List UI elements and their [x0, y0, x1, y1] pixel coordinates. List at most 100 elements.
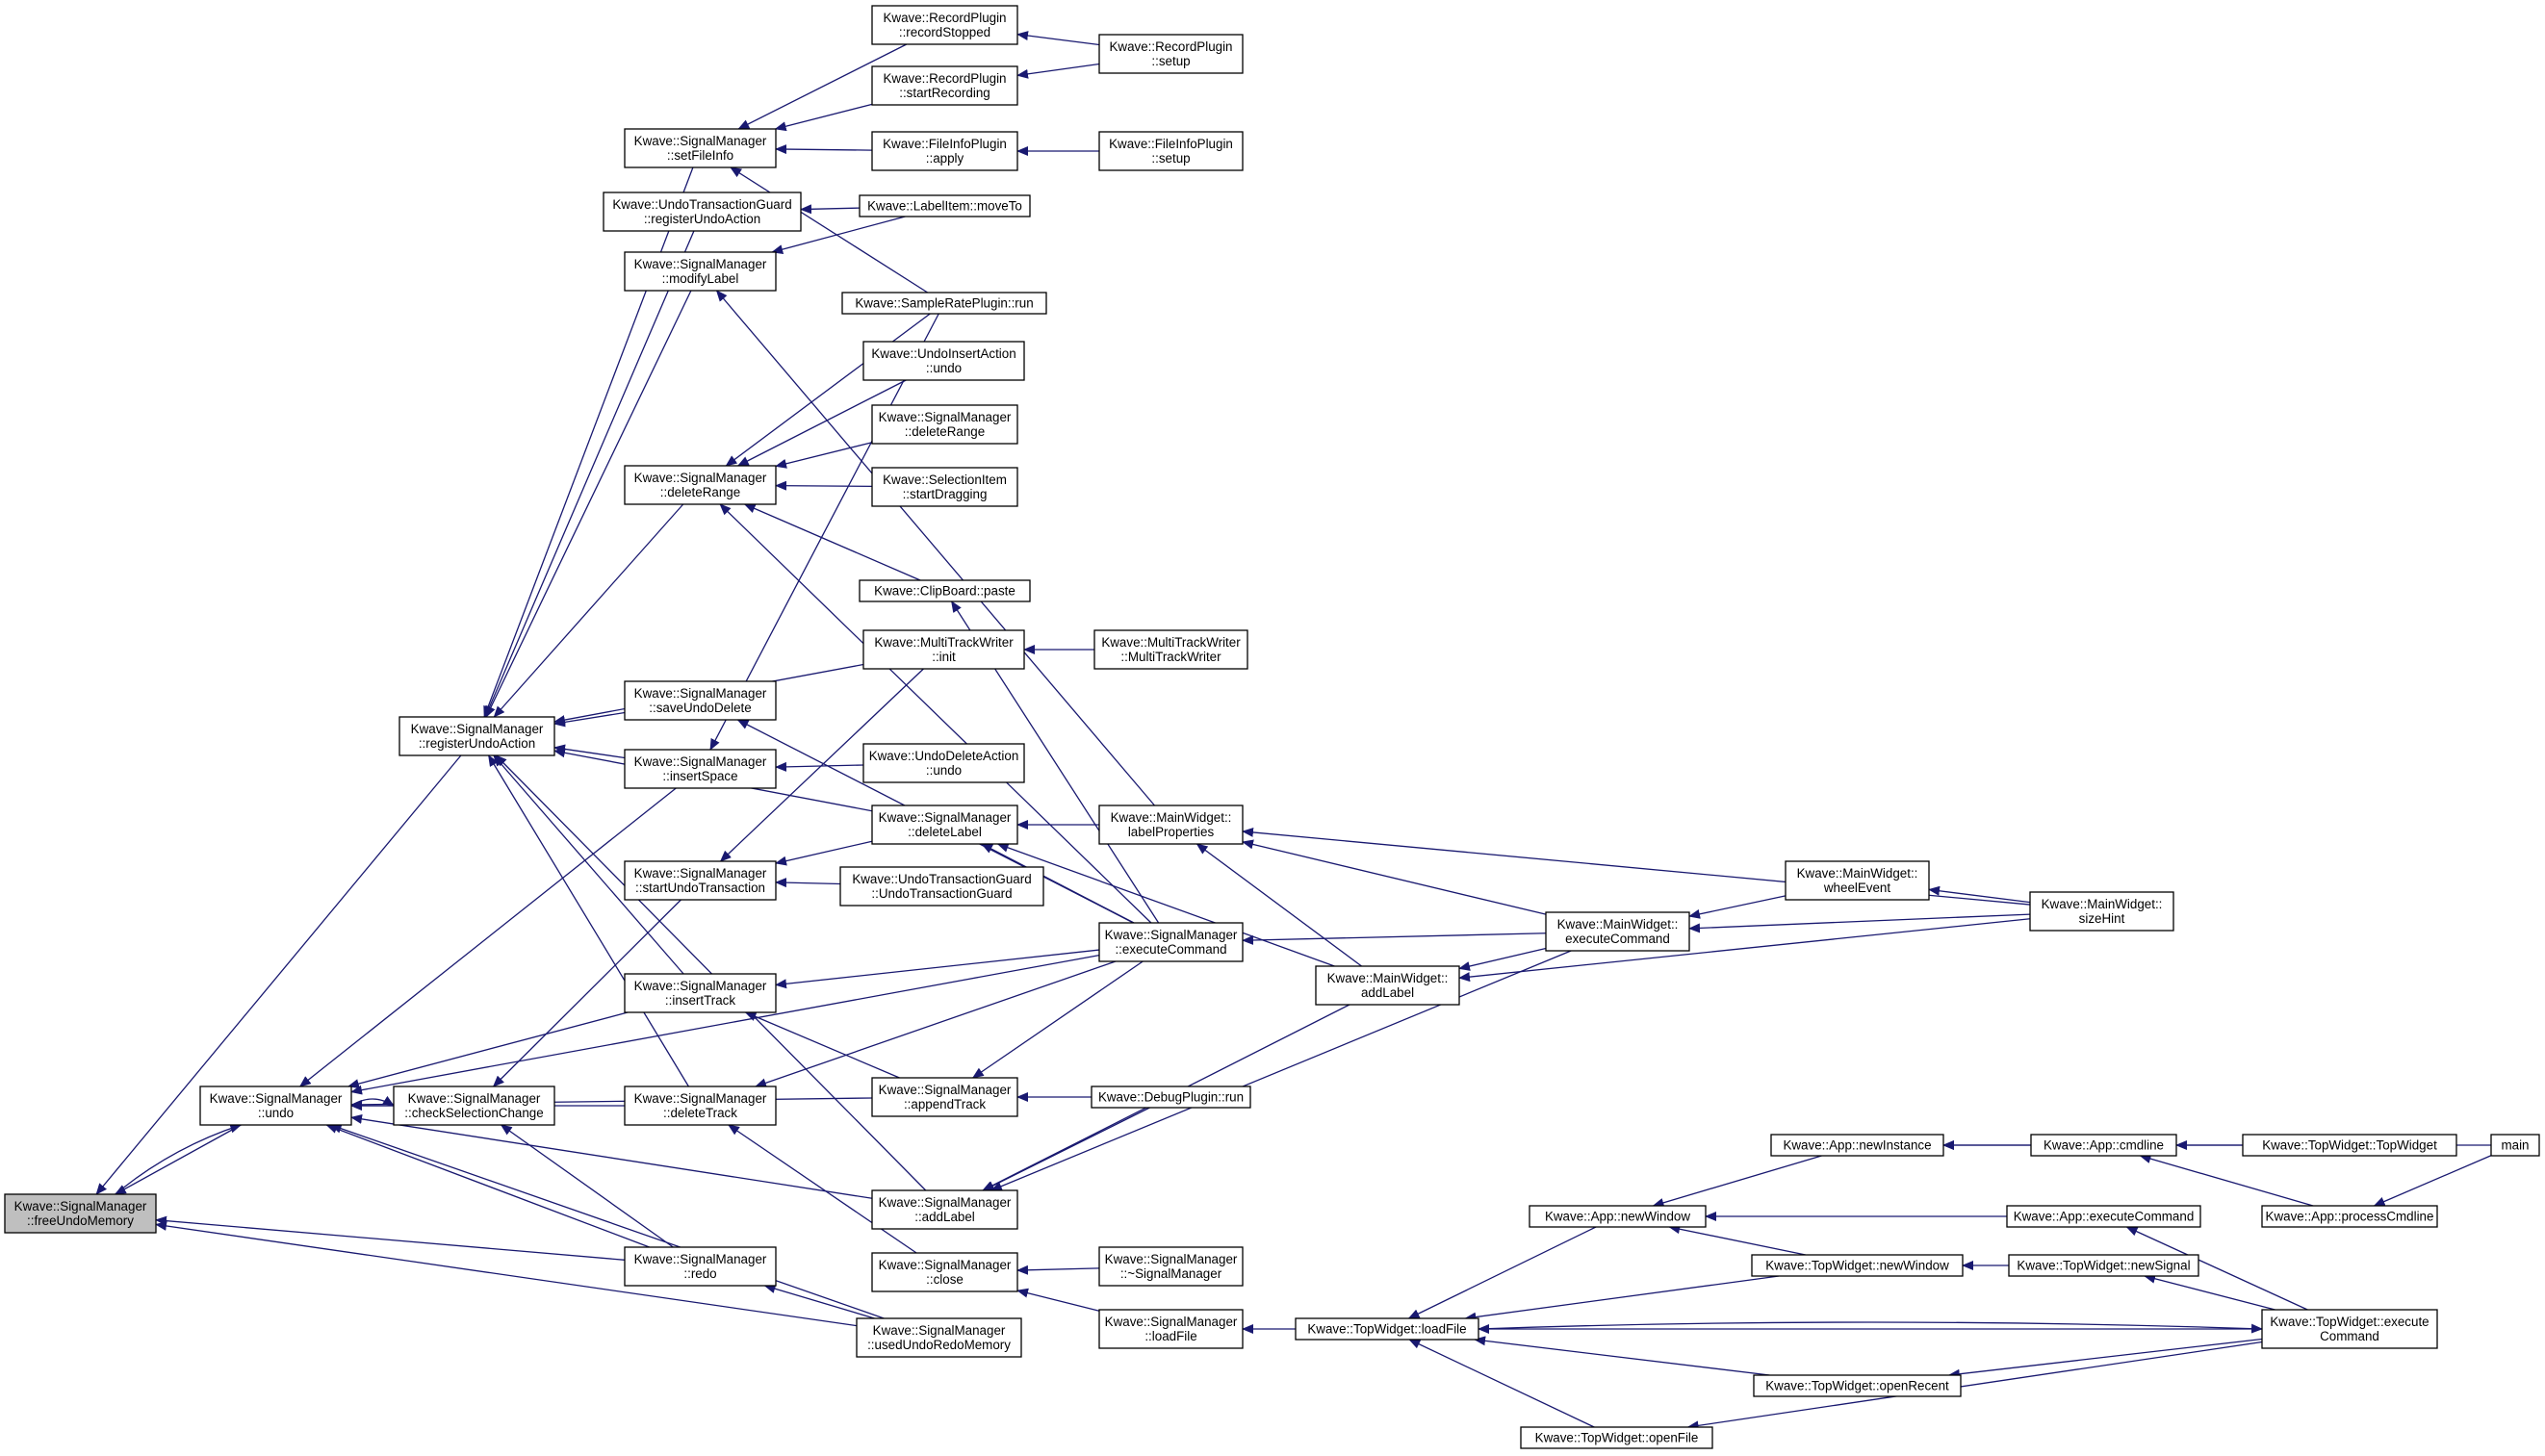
node-label-line: ::appendTrack — [904, 1097, 986, 1111]
node-label-line: ::undo — [926, 763, 962, 778]
graph-node-delrange[interactable]: Kwave::SignalManager::deleteRange — [624, 465, 777, 505]
node-label-line: Kwave::ClipBoard::paste — [874, 584, 1015, 599]
node-label-line: Command — [2320, 1329, 2379, 1343]
graph-node-mw_addlabel[interactable]: Kwave::MainWidget::addLabel — [1315, 965, 1460, 1006]
graph-node-saveundodel[interactable]: Kwave::SignalManager::saveUndoDelete — [624, 680, 777, 721]
call-edge-usedmem-to-free — [155, 1220, 858, 1327]
graph-node-checksel[interactable]: Kwave::SignalManager::checkSelectionChan… — [393, 1086, 555, 1126]
node-label-line: Kwave::MainWidget:: — [1111, 810, 1232, 825]
graph-node-app_proccmd[interactable]: Kwave::App::processCmdline — [2261, 1205, 2438, 1228]
call-edge-srp_run-to-setfileinfo — [730, 166, 929, 294]
graph-node-tw_loadfile[interactable]: Kwave::TopWidget::loadFile — [1295, 1317, 1479, 1341]
graph-node-rec_start[interactable]: Kwave::RecordPlugin::startRecording — [871, 65, 1018, 106]
node-label-line: Kwave::SignalManager — [873, 1323, 1006, 1338]
call-edge-mw_execcmd-to-mw_labelprops — [1242, 839, 1547, 915]
graph-node-fi_setup[interactable]: Kwave::FileInfoPlugin::setup — [1098, 131, 1244, 171]
graph-node-mw_labelprops[interactable]: Kwave::MainWidget::labelProperties — [1098, 805, 1244, 845]
graph-node-app_newinst[interactable]: Kwave::App::newInstance — [1770, 1134, 1944, 1157]
graph-node-startundo[interactable]: Kwave::SignalManager::startUndoTransacti… — [624, 860, 777, 901]
node-box — [1770, 1134, 1944, 1157]
graph-node-deltrack[interactable]: Kwave::SignalManager::deleteTrack — [624, 1086, 777, 1126]
graph-node-uia_undo[interactable]: Kwave::UndoInsertAction::undo — [862, 341, 1025, 381]
node-box — [2261, 1205, 2438, 1228]
node-label-line: ::saveUndoDelete — [649, 701, 751, 715]
graph-node-sm_execcmd[interactable]: Kwave::SignalManager::executeCommand — [1098, 922, 1244, 962]
edges-layer — [95, 31, 2492, 1431]
graph-node-dellabel[interactable]: Kwave::SignalManager::deleteLabel — [871, 805, 1018, 845]
call-edge-mw_wheel-to-mw_execcmd — [1688, 895, 1787, 919]
graph-node-sm_loadfile[interactable]: Kwave::SignalManager::loadFile — [1098, 1309, 1244, 1349]
graph-node-addlabel[interactable]: Kwave::SignalManager::addLabel — [871, 1189, 1018, 1230]
graph-node-undo[interactable]: Kwave::SignalManager::undo — [199, 1086, 352, 1126]
graph-node-dp_run[interactable]: Kwave::DebugPlugin::run — [1091, 1086, 1251, 1109]
call-edge-mtw_init-to-startundo — [719, 668, 924, 862]
graph-node-cb_paste[interactable]: Kwave::ClipBoard::paste — [859, 579, 1031, 602]
call-edge-li_moveto-to-utg_reg — [800, 204, 861, 215]
call-edge-redo-to-checksel — [500, 1124, 674, 1248]
call-edge-app_proccmd-to-app_cmdline — [2139, 1154, 2314, 1207]
graph-node-tw_execcmd[interactable]: Kwave::TopWidget::executeCommand — [2261, 1309, 2438, 1349]
graph-node-setfileinfo[interactable]: Kwave::SignalManager::setFileInfo — [624, 128, 777, 168]
graph-node-mw_execcmd[interactable]: Kwave::MainWidget::executeCommand — [1545, 911, 1690, 952]
graph-node-rp_setup[interactable]: Kwave::RecordPlugin::setup — [1098, 34, 1244, 74]
graph-node-mw_wheel[interactable]: Kwave::MainWidget::wheelEvent — [1785, 860, 1930, 901]
graph-node-insspace[interactable]: Kwave::SignalManager::insertSpace — [624, 749, 777, 789]
graph-node-mtw_ctor[interactable]: Kwave::MultiTrackWriter::MultiTrackWrite… — [1093, 629, 1248, 670]
graph-node-tw_newwindow[interactable]: Kwave::TopWidget::newWindow — [1751, 1254, 1964, 1277]
node-label-line: Kwave::MainWidget:: — [1327, 971, 1449, 985]
node-label-line: ::apply — [926, 151, 964, 166]
graph-node-sm_delrange2[interactable]: Kwave::SignalManager::deleteRange — [871, 404, 1018, 445]
call-edge-rec_start-to-setfileinfo — [774, 103, 873, 132]
node-box — [1520, 1426, 1713, 1449]
graph-node-mtw_init[interactable]: Kwave::MultiTrackWriter::init — [862, 629, 1025, 670]
graph-node-mw_sizehint[interactable]: Kwave::MainWidget::sizeHint — [2029, 891, 2174, 932]
graph-node-tw_openrecent[interactable]: Kwave::TopWidget::openRecent — [1753, 1374, 1962, 1397]
graph-node-instrack[interactable]: Kwave::SignalManager::insertTrack — [624, 973, 777, 1013]
graph-node-rec_stopped[interactable]: Kwave::RecordPlugin::recordStopped — [871, 5, 1018, 45]
node-label-line: ::~SignalManager — [1120, 1266, 1222, 1281]
call-edge-apptrack-to-instrack — [744, 1011, 900, 1079]
graph-node-utg_reg[interactable]: Kwave::UndoTransactionGuard::registerUnd… — [603, 192, 802, 232]
graph-node-srp_run[interactable]: Kwave::SampleRatePlugin::run — [841, 292, 1047, 315]
call-edge-mw_labelprops-to-modlabel — [715, 290, 1155, 806]
node-label-line: ::init — [932, 650, 956, 664]
call-edge-usedmem-to-redo — [763, 1284, 875, 1319]
call-edge-srp_run-to-delrange — [725, 313, 931, 467]
graph-node-li_moveto[interactable]: Kwave::LabelItem::moveTo — [859, 194, 1031, 217]
graph-node-utg_ctor[interactable]: Kwave::UndoTransactionGuard::UndoTransac… — [839, 866, 1044, 907]
graph-node-sm_dtor[interactable]: Kwave::SignalManager::~SignalManager — [1098, 1246, 1244, 1287]
node-label-line: Kwave::SignalManager — [634, 1091, 767, 1106]
graph-node-modlabel[interactable]: Kwave::SignalManager::modifyLabel — [624, 251, 777, 292]
graph-node-free[interactable]: Kwave::SignalManager::freeUndoMemory — [4, 1193, 157, 1234]
node-box — [1529, 1205, 1707, 1228]
graph-node-tw_ctor[interactable]: Kwave::TopWidget::TopWidget — [2242, 1134, 2457, 1157]
node-label-line: Kwave::SignalManager — [879, 1195, 1012, 1210]
node-label-line: ::undo — [258, 1106, 294, 1120]
node-box — [856, 1317, 1022, 1358]
graph-node-fi_apply[interactable]: Kwave::FileInfoPlugin::apply — [871, 131, 1018, 171]
node-label-line: main — [2501, 1138, 2529, 1153]
node-box — [624, 465, 777, 505]
graph-node-uda_undo[interactable]: Kwave::UndoDeleteAction::undo — [862, 743, 1025, 783]
node-label-line: Kwave::SignalManager — [634, 754, 767, 769]
node-label-line: ::insertSpace — [662, 769, 737, 783]
graph-node-tw_openfile[interactable]: Kwave::TopWidget::openFile — [1520, 1426, 1713, 1449]
graph-node-si_startdrag[interactable]: Kwave::SelectionItem::startDragging — [871, 467, 1018, 507]
graph-node-app_cmdline[interactable]: Kwave::App::cmdline — [2030, 1134, 2177, 1157]
node-label-line: Kwave::LabelItem::moveTo — [867, 199, 1022, 214]
graph-node-app_execcmd[interactable]: Kwave::App::executeCommand — [2006, 1205, 2201, 1228]
graph-node-regundo[interactable]: Kwave::SignalManager::registerUndoAction — [398, 716, 555, 756]
node-label-line: wheelEvent — [1823, 881, 1891, 895]
node-box — [1751, 1254, 1964, 1277]
graph-node-tw_newsignal[interactable]: Kwave::TopWidget::newSignal — [2008, 1254, 2199, 1277]
graph-node-close[interactable]: Kwave::SignalManager::close — [871, 1252, 1018, 1292]
node-box — [1295, 1317, 1479, 1341]
graph-node-main[interactable]: main — [2490, 1134, 2540, 1157]
graph-node-usedmem[interactable]: Kwave::SignalManager::usedUndoRedoMemory — [856, 1317, 1022, 1358]
graph-node-redo[interactable]: Kwave::SignalManager::redo — [624, 1246, 777, 1287]
node-box — [624, 128, 777, 168]
node-box — [871, 404, 1018, 445]
graph-node-apptrack[interactable]: Kwave::SignalManager::appendTrack — [871, 1077, 1018, 1117]
graph-node-app_newwindow[interactable]: Kwave::App::newWindow — [1529, 1205, 1707, 1228]
call-edge-setfileinfo-to-regundo — [483, 166, 694, 718]
